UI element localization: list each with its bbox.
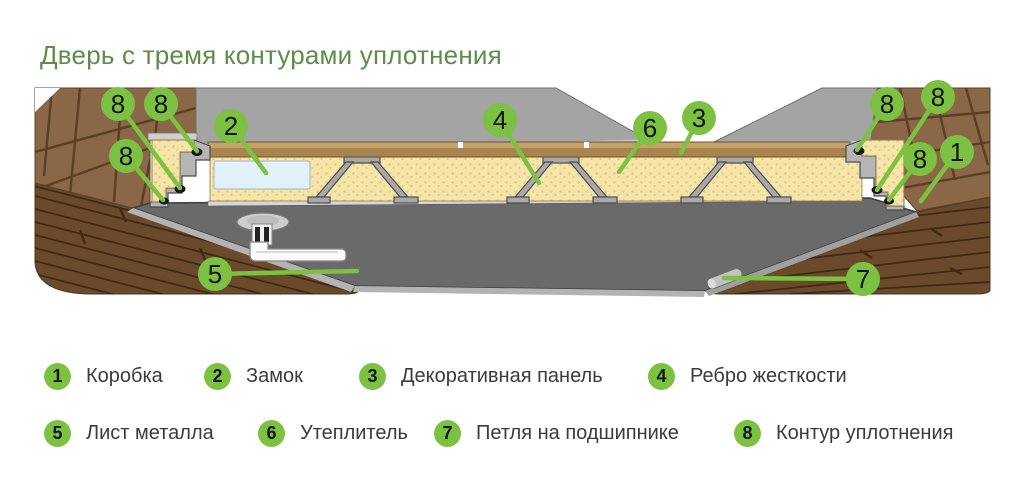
callout-8: 8: [109, 139, 143, 173]
wood-floor-left: [34, 182, 359, 295]
callout-6: 6: [633, 111, 667, 145]
callout-circle: [903, 142, 937, 176]
callout-8: 8: [921, 80, 955, 114]
callout-5: 5: [198, 257, 232, 291]
callout-number: 8: [913, 144, 927, 174]
callout-7: 7: [846, 262, 880, 296]
callout-1: 1: [940, 135, 974, 169]
door-handle: [236, 212, 347, 262]
page-title: Дверь с тремя контурами уплотнения: [40, 40, 502, 70]
callout-circle: [633, 111, 667, 145]
callout-2: 2: [214, 109, 248, 143]
callout-circle: [682, 101, 716, 135]
callout-line-5: [212, 268, 360, 277]
callout-number: 8: [154, 89, 168, 119]
stiffening-ribs: [307, 156, 792, 204]
callout-number: 6: [643, 113, 657, 143]
callout-number: 4: [493, 105, 507, 135]
callout-8: 8: [903, 142, 937, 176]
callout-number: 1: [950, 137, 964, 167]
callout-circle: [483, 103, 517, 137]
callout-circle: [846, 262, 880, 296]
callout-number: 8: [119, 141, 133, 171]
callout-3: 3: [682, 101, 716, 135]
callout-circle: [109, 139, 143, 173]
callout-number: 8: [111, 89, 125, 119]
callout-line-7: [721, 275, 866, 282]
callout-line-8: [115, 101, 183, 191]
callout-circle: [214, 109, 248, 143]
lock-block: [213, 160, 311, 190]
callout-4: 4: [483, 103, 517, 137]
callout-circle: [940, 135, 974, 169]
callout-circle: [144, 87, 178, 121]
callout-circle: [101, 87, 135, 121]
callout-number: 2: [224, 111, 238, 141]
stiffening-rib: [307, 156, 419, 204]
decorative-panel: [207, 141, 851, 158]
callout-circle: [198, 257, 232, 291]
callout-8: 8: [144, 87, 178, 121]
callout-number: 7: [856, 264, 870, 294]
callout-line-8: [874, 94, 941, 193]
callout-8: 8: [870, 87, 904, 121]
callout-number: 3: [692, 103, 706, 133]
stiffening-rib: [506, 156, 618, 204]
callout-number: 8: [931, 82, 945, 112]
callout-circle: [921, 80, 955, 114]
stiffening-rib: [680, 156, 792, 204]
callout-8: 8: [101, 87, 135, 121]
callout-circle: [870, 87, 904, 121]
callout-number: 5: [208, 259, 222, 289]
callout-number: 8: [880, 89, 894, 119]
